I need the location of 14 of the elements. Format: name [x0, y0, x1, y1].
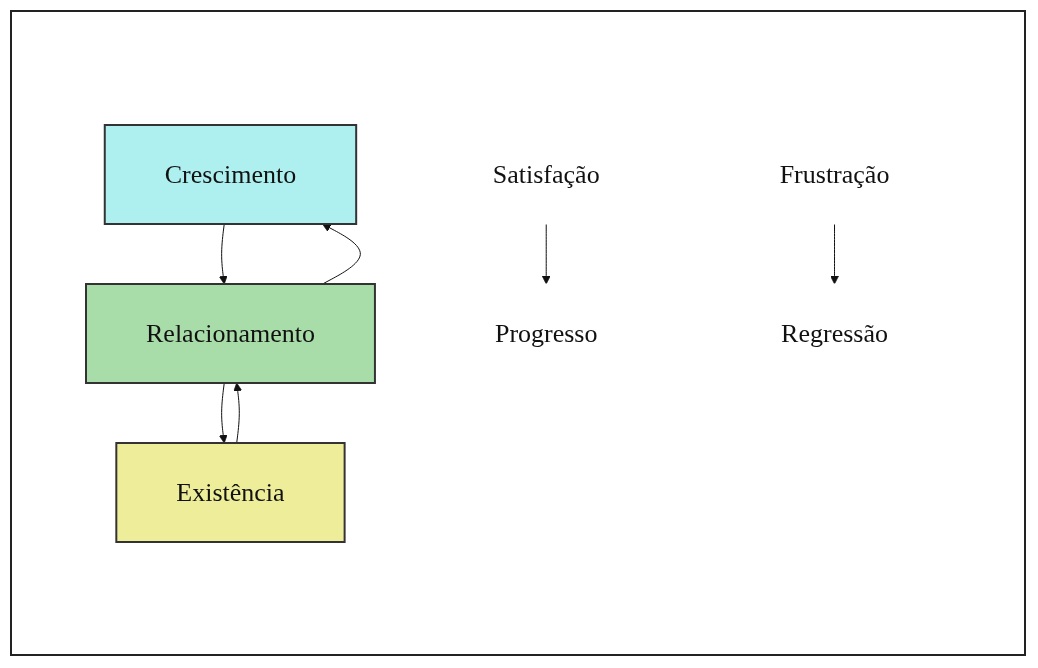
- arrow: [542, 223, 551, 284]
- node-text: Frustração: [779, 159, 890, 189]
- arrow: [219, 223, 228, 284]
- arrow: [233, 382, 243, 443]
- node-box: [104, 123, 358, 225]
- diagram-frame: Crescimento Relacionamento Existência Satisfação Progresso Frustração Regressão: [10, 10, 1026, 656]
- arrow: [830, 223, 840, 284]
- arrow: [322, 223, 362, 284]
- arrow: [219, 382, 228, 443]
- node-box: [115, 441, 346, 543]
- node-text: Satisfação: [493, 159, 600, 189]
- node-box: [85, 282, 377, 384]
- node-text: Regressão: [781, 318, 889, 348]
- node-text: Progresso: [495, 318, 598, 348]
